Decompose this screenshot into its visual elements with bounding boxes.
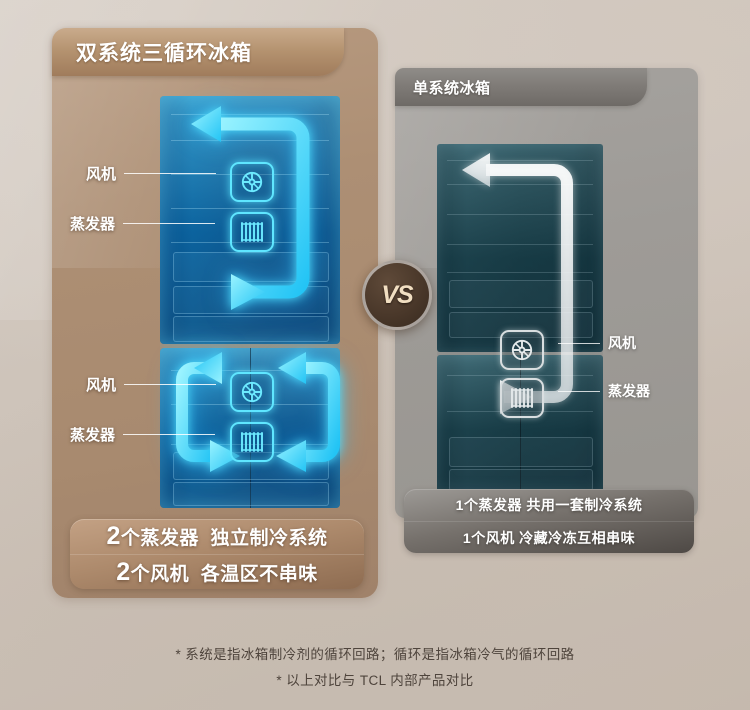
vs-badge: VS — [362, 260, 432, 330]
right-panel-header: 单系统冰箱 — [395, 68, 647, 106]
right-feature-box: 1个蒸发器 共用一套制冷系统 1个风机 冷藏冷冻互相串味 — [404, 489, 694, 553]
callout-label: 蒸发器 — [608, 383, 650, 399]
footnotes: * 系统是指冰箱制冷剂的循环回路；循环是指冰箱冷气的循环回路 * 以上对比与 T… — [0, 642, 750, 694]
fridge-lower-compartment-right — [437, 355, 603, 492]
right-feature-row-1: 1个蒸发器 共用一套制冷系统 — [404, 489, 694, 522]
callout-evaporator-upper-left: 蒸发器 — [70, 213, 216, 234]
callout-fan-right: 风机 — [558, 333, 636, 353]
evaporator-icon-lower-left — [230, 422, 274, 462]
leader-line — [558, 342, 600, 344]
callout-label: 风机 — [608, 335, 636, 351]
callout-fan-upper-left: 风机 — [86, 163, 217, 184]
left-panel-header: 双系统三循环冰箱 — [52, 28, 344, 76]
footnote-2: * 以上对比与 TCL 内部产品对比 — [276, 673, 474, 688]
right-feature-text-1: 1个蒸发器 共用一套制冷系统 — [455, 497, 643, 513]
left-feature-text-1: 2个蒸发器 独立制冷系统 — [106, 522, 328, 550]
leader-line — [558, 390, 600, 392]
evaporator-icon-right — [500, 378, 544, 418]
leader-line — [124, 173, 217, 174]
right-panel-title: 单系统冰箱 — [413, 79, 491, 97]
vs-badge-label: VS — [381, 280, 413, 309]
fan-icon-upper-left — [230, 162, 274, 202]
fridge-upper-compartment-right — [437, 144, 603, 352]
right-feature-text-2: 1个风机 冷藏冷冻互相串味 — [462, 530, 636, 546]
callout-label: 风机 — [86, 377, 117, 394]
evaporator-icon-upper-left — [230, 212, 274, 252]
right-feature-row-2: 1个风机 冷藏冷冻互相串味 — [404, 522, 694, 553]
fan-icon-right — [500, 330, 544, 370]
single-system-refrigerator-illustration — [437, 144, 603, 492]
footnote-1: * 系统是指冰箱制冷剂的循环回路；循环是指冰箱冷气的循环回路 — [175, 647, 575, 662]
callout-fan-lower-left: 风机 — [86, 374, 217, 395]
left-feature-row-2: 2个风机 各温区不串味 — [70, 555, 364, 589]
fan-icon-lower-left — [230, 372, 274, 412]
left-panel-title: 双系统三循环冰箱 — [76, 42, 252, 65]
left-feature-text-2: 2个风机 各温区不串味 — [116, 558, 318, 586]
callout-evaporator-right: 蒸发器 — [558, 381, 650, 401]
callout-label: 蒸发器 — [70, 427, 116, 444]
leader-line — [124, 384, 217, 385]
left-feature-row-1: 2个蒸发器 独立制冷系统 — [70, 519, 364, 555]
left-feature-box: 2个蒸发器 独立制冷系统 2个风机 各温区不串味 — [70, 519, 364, 589]
leader-line — [123, 223, 216, 224]
leader-line — [123, 434, 216, 435]
callout-evaporator-lower-left: 蒸发器 — [70, 424, 216, 445]
callout-label: 风机 — [86, 166, 117, 183]
callout-label: 蒸发器 — [70, 216, 116, 233]
